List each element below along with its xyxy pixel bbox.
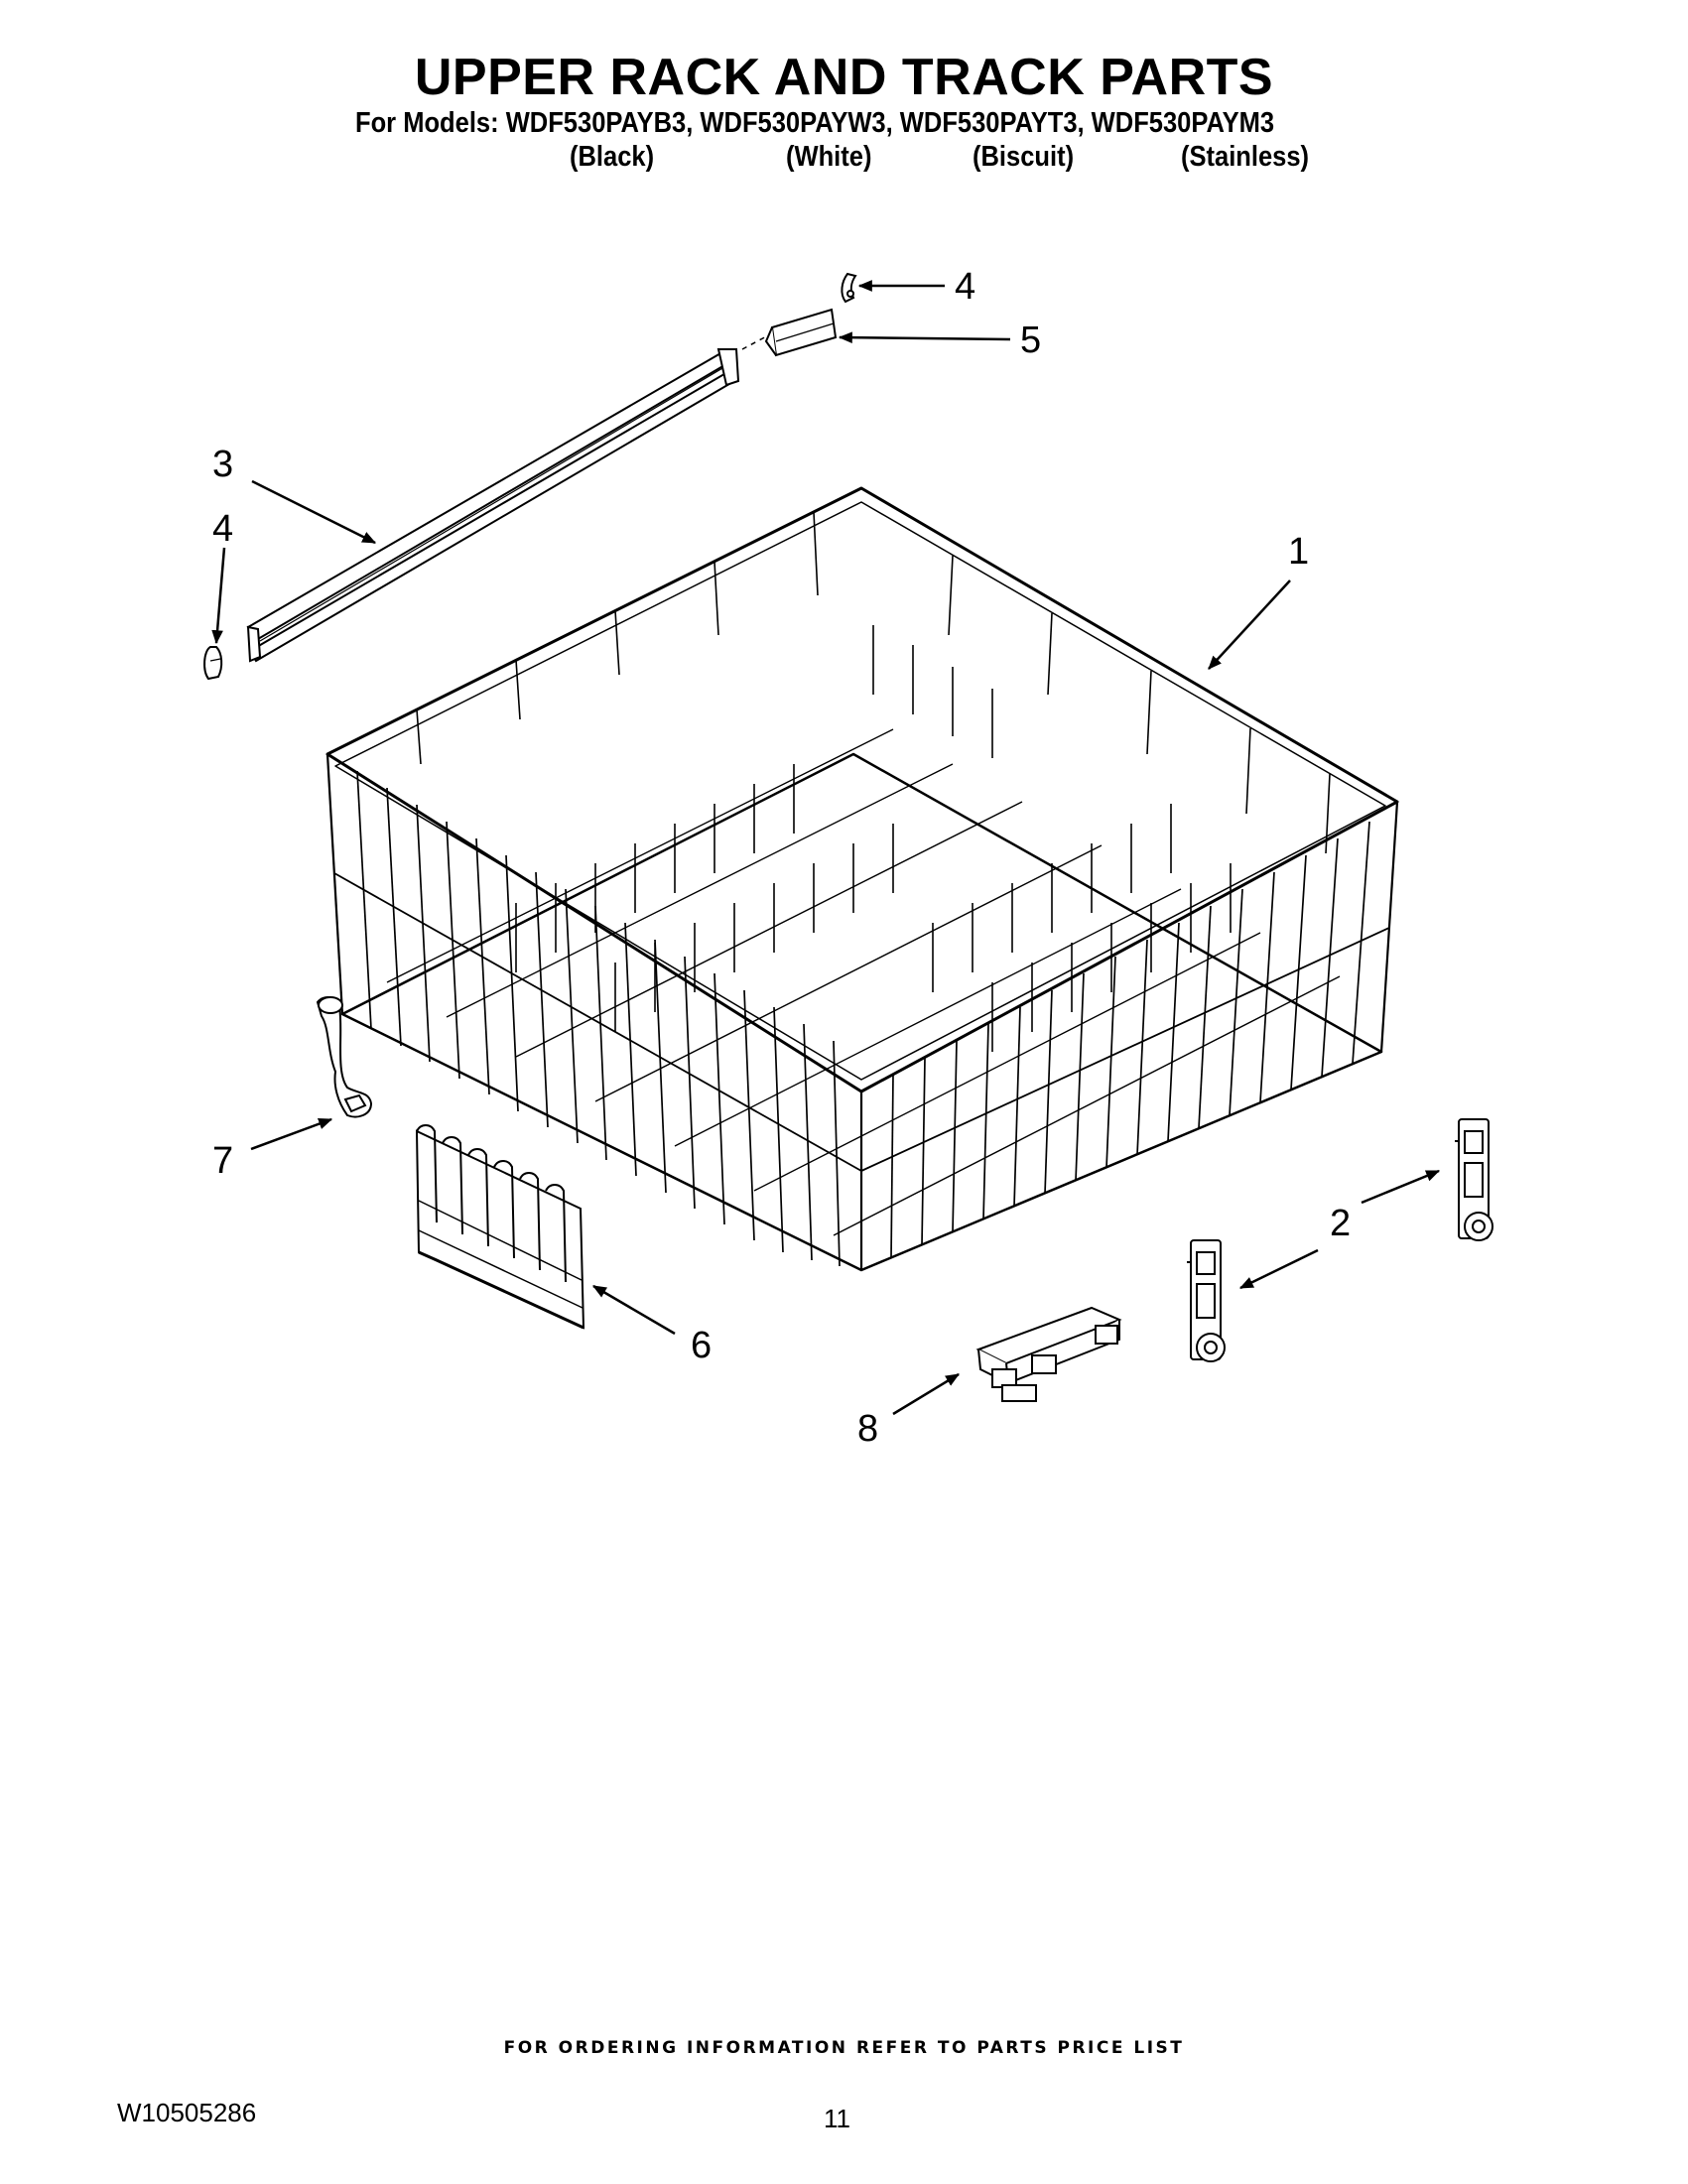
finish-black: (Black) [570,141,655,173]
callout-1: 1 [1288,531,1309,573]
finish-white: (White) [786,141,872,173]
callout-8: 8 [857,1408,878,1450]
callout-3: 3 [212,444,233,485]
track-stop-left-drawing [203,646,223,681]
fold-down-tines-drawing [415,1124,585,1330]
end-cap-drawing [764,308,838,357]
finish-stainless: (Stainless) [1181,141,1310,173]
ordering-note: FOR ORDERING INFORMATION REFER TO PARTS … [503,2038,1185,2058]
callout-6: 6 [691,1325,712,1366]
adjuster-left-drawing [1187,1239,1226,1362]
finish-biscuit: (Biscuit) [973,141,1075,173]
models-line: For Models: WDF530PAYB3, WDF530PAYW3, WD… [355,107,1275,139]
rack-bumper-drawing [975,1306,1122,1402]
callout-7: 7 [212,1140,233,1182]
callout-leaders [211,280,1441,1416]
page-number: 11 [824,2104,850,2133]
callout-4-left: 4 [212,508,233,550]
callout-5: 5 [1020,320,1041,361]
adjuster-right-drawing [1455,1118,1493,1241]
upper-rack-drawing [325,486,1399,1272]
document-number: W10505286 [117,2098,257,2127]
callout-2: 2 [1330,1203,1351,1244]
track-rail-drawing [246,332,773,663]
page-title: UPPER RACK AND TRACK PARTS [414,49,1274,106]
track-stop-top-drawing [841,272,857,304]
callout-4-top: 4 [955,266,975,308]
tine-clip-drawing [316,996,373,1118]
